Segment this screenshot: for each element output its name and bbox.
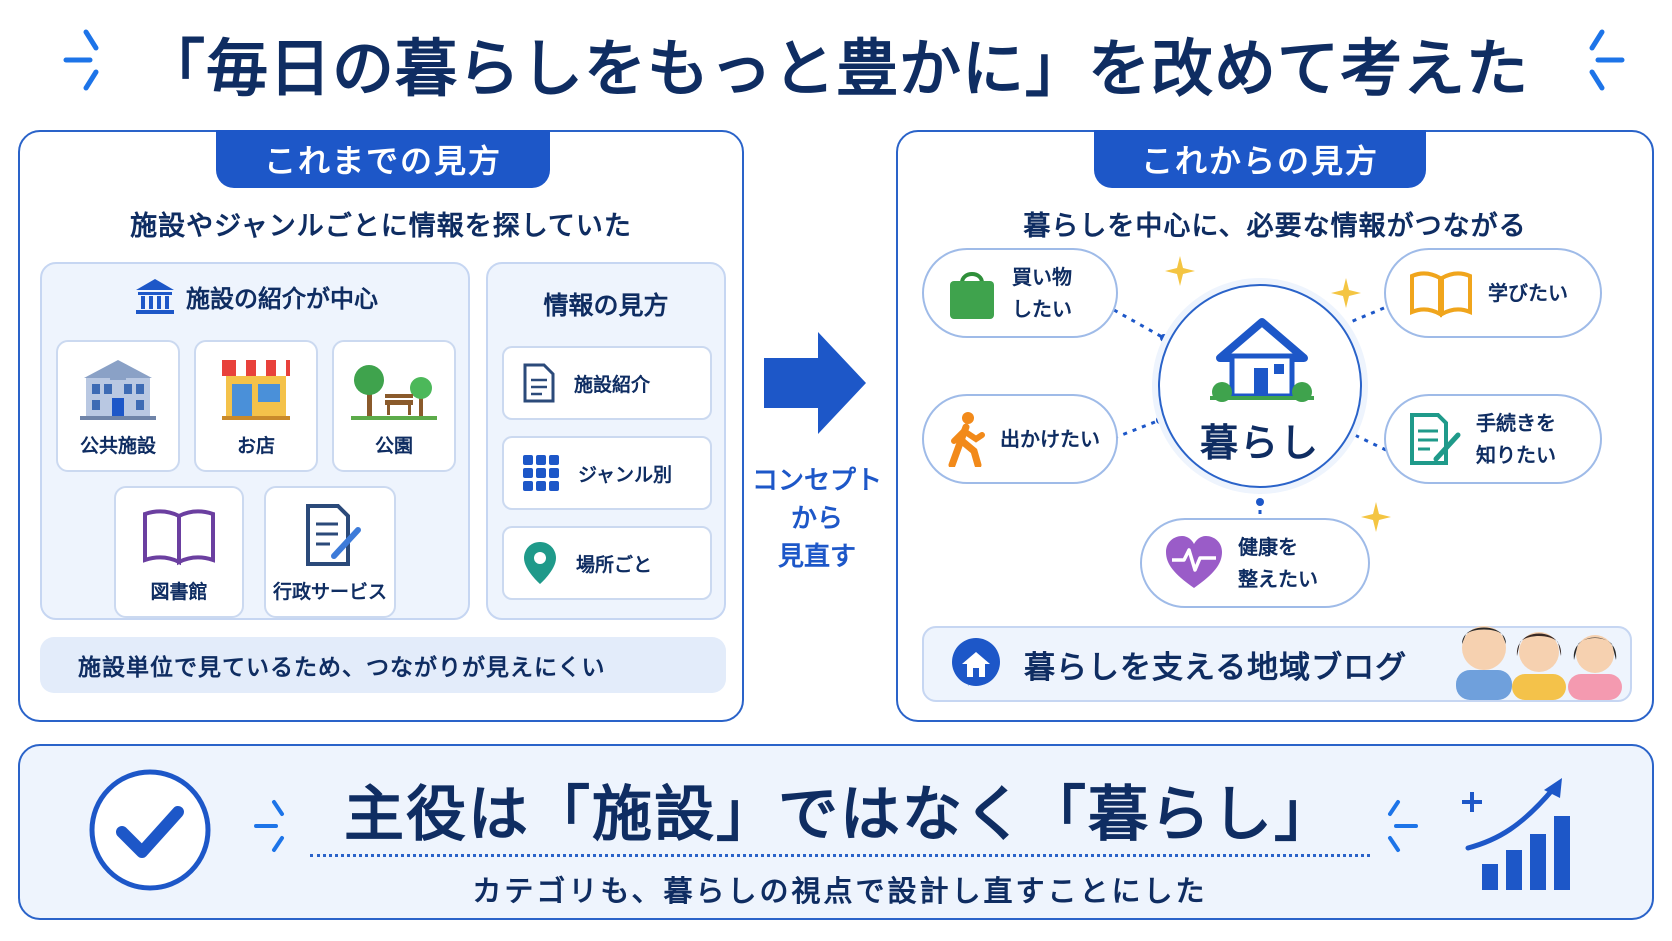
home-bubble-icon xyxy=(952,638,1000,686)
facility-card: 公共施設 xyxy=(56,340,180,472)
facility-card: 図書館 xyxy=(114,486,244,618)
life-need-line1: 手続きを xyxy=(1476,411,1556,435)
institution-icon xyxy=(136,279,174,314)
hub-circle: 暮らし xyxy=(1158,284,1362,488)
emphasis-burst-icon xyxy=(254,800,284,852)
facility-box-title: 施設の紹介が中心 xyxy=(186,284,378,313)
info-view-label: ジャンル別 xyxy=(578,463,673,486)
life-need-node: 健康を 整えたい xyxy=(1140,518,1370,608)
conclusion-main: 主役は「施設」ではなく「暮らし」 xyxy=(344,780,1336,850)
document-pen-icon xyxy=(1410,413,1461,465)
life-need-line2: 整えたい xyxy=(1238,567,1318,591)
arrow-right-icon xyxy=(764,332,866,434)
old-view-note: 施設単位で見ているため、つながりが見えにくい xyxy=(40,637,726,693)
old-view-panel: これまでの見方 施設やジャンルごとに情報を探していた 施設の紹介が中心 xyxy=(18,130,744,722)
growth-chart-icon xyxy=(1462,778,1570,890)
info-view-item: 施設紹介 xyxy=(502,346,712,420)
local-blog-banner: 暮らしを支える地域ブログ xyxy=(922,626,1632,702)
facility-card: お店 xyxy=(194,340,318,472)
old-view-tab: これまでの見方 xyxy=(216,130,550,188)
park-icon xyxy=(351,365,437,420)
facility-box: 施設の紹介が中心 公共施設 xyxy=(40,262,470,620)
facility-card-label: 行政サービス xyxy=(272,581,387,603)
review-concept-line2: から xyxy=(790,504,843,534)
emphasis-burst-icon xyxy=(1589,29,1625,91)
facility-box-heading: 施設の紹介が中心 xyxy=(42,276,468,316)
life-need-node: 買い物 したい xyxy=(922,248,1118,338)
page-title: 「毎日の暮らしをもっと豊かに」を改めて考えた xyxy=(142,32,1529,105)
new-view-subtitle: 暮らしを中心に、必要な情報がつながる xyxy=(1023,211,1527,242)
shop-icon xyxy=(222,360,290,420)
life-need-line2: したい xyxy=(1012,297,1072,321)
info-view-label: 施設紹介 xyxy=(574,373,651,396)
conclusion-sub: カテゴリも、暮らしの視点で設計し直すことにした xyxy=(472,874,1208,908)
life-need-node: 学びたい xyxy=(1384,248,1602,338)
old-view-subtitle: 施設やジャンルごとに情報を探していた xyxy=(130,211,632,242)
check-circle-icon xyxy=(89,769,211,891)
map-pin-icon xyxy=(524,542,556,584)
facility-card: 行政サービス xyxy=(264,486,396,618)
grid-icon xyxy=(523,455,559,491)
life-need-line2: 知りたい xyxy=(1476,443,1556,467)
book-icon xyxy=(143,509,215,566)
facility-card-label: 図書館 xyxy=(150,581,208,603)
shopping-bag-icon xyxy=(950,272,994,319)
info-view-heading: 情報の見方 xyxy=(543,291,669,320)
new-view-panel: これからの見方 暮らしを中心に、必要な情報がつながる 暮らし xyxy=(896,130,1654,722)
open-book-icon xyxy=(1410,271,1472,318)
review-concept-label: コンセプト から 見直す xyxy=(752,462,882,576)
facility-card-label: 公共施設 xyxy=(79,435,156,457)
heart-pulse-icon xyxy=(1166,536,1222,588)
review-concept-line3: 見直す xyxy=(777,542,856,572)
review-concept-line1: コンセプト xyxy=(752,466,883,496)
hub-label: 暮らし xyxy=(1199,421,1320,465)
new-view-tab: これからの見方 xyxy=(1094,130,1426,188)
life-need-line1: 健康を xyxy=(1238,535,1298,559)
info-view-label: 場所ごと xyxy=(576,553,653,576)
document-pen-icon xyxy=(306,504,361,566)
life-need-node: 手続きを 知りたい xyxy=(1384,394,1602,484)
house-icon xyxy=(1210,318,1314,402)
facility-card: 公園 xyxy=(332,340,456,472)
emphasis-burst-icon xyxy=(1388,800,1418,852)
info-view-item: ジャンル別 xyxy=(502,436,712,510)
building-icon xyxy=(80,360,156,420)
life-need-node: 出かけたい xyxy=(922,394,1118,484)
info-view-item: 場所ごと xyxy=(502,526,712,600)
people-illustration-icon xyxy=(1456,626,1622,700)
info-view-box: 情報の見方 施設紹介 ジャンル別 xyxy=(486,262,726,620)
facility-card-label: 公園 xyxy=(374,435,413,457)
walking-person-icon xyxy=(948,412,985,467)
emphasis-burst-icon xyxy=(63,29,99,91)
life-need-line1: 学びたい xyxy=(1488,281,1568,305)
life-need-line1: 買い物 xyxy=(1012,265,1072,289)
conclusion-banner: 主役は「施設」ではなく「暮らし」 カテゴリも、暮らしの視点で設計し直すことにした xyxy=(18,744,1654,920)
life-need-line1: 出かけたい xyxy=(1000,427,1100,451)
local-blog-title: 暮らしを支える地域ブログ xyxy=(1024,649,1408,686)
facility-card-label: お店 xyxy=(236,435,275,457)
document-icon xyxy=(523,363,555,403)
dotted-divider xyxy=(310,854,1370,857)
